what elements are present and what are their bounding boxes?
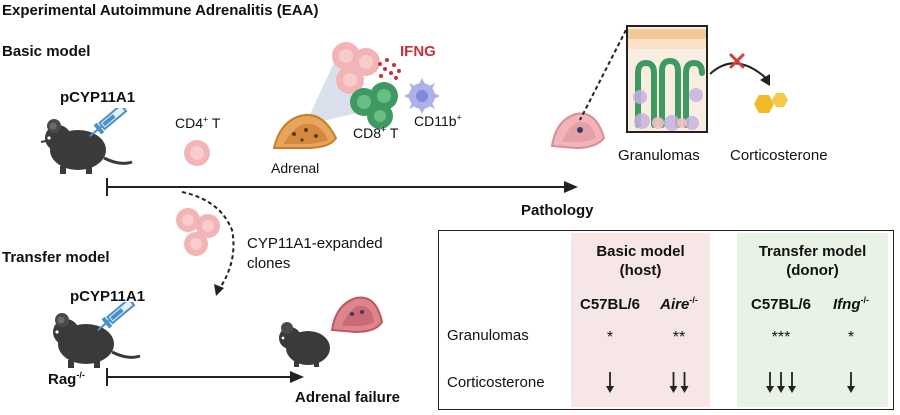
down-arrow-icon — [669, 372, 678, 393]
rag-label: Rag-/- — [48, 370, 85, 388]
pathology-label: Pathology — [521, 202, 594, 219]
cd4-t-label: CD4+ T — [175, 114, 221, 131]
table-row-granulomas-label: Granulomas — [447, 327, 529, 344]
table-group2-subtitle: (donor) — [786, 262, 839, 279]
transfer-antigen-label: pCYP11A1 — [70, 288, 146, 305]
table-group2-title: Transfer model — [758, 243, 867, 260]
adrenal-label: Adrenal — [271, 160, 320, 176]
clones-label-line1: CYP11A1-expanded — [247, 235, 383, 252]
ifng-label: IFNG — [400, 43, 436, 60]
corticosterone-arrows-ifng — [820, 370, 882, 396]
down-arrow-icon — [847, 372, 855, 393]
cd8-t-label: CD8+ T — [353, 124, 399, 141]
endpoint-mouse-icon — [279, 322, 330, 367]
adrenal-failure-label: Adrenal failure — [295, 389, 401, 406]
figure-title: Experimental Autoimmune Adrenalitis (EAA… — [2, 2, 319, 19]
diseased-adrenal-icon — [550, 112, 606, 150]
basic-syringe-icon — [89, 108, 133, 138]
cd4-t-cell-icon — [184, 140, 210, 166]
summary-table — [438, 230, 894, 410]
granulomas-value-aire: ** — [672, 329, 686, 346]
basic-antigen-label: pCYP11A1 — [60, 89, 136, 106]
zoom-dashed-lines — [579, 29, 627, 121]
adrenal-gland-icon — [272, 114, 338, 149]
basic-mouse-icon — [40, 108, 133, 174]
corticosterone-molecule-icon — [754, 93, 788, 113]
inhibit-cross-icon — [729, 53, 745, 69]
clones-label-line2: clones — [247, 255, 291, 272]
granulomas-value-c57bl6-host: * — [606, 329, 614, 346]
cd11b-label: CD11b+ — [414, 112, 462, 129]
corticosterone-arrows-c57bl6-host — [574, 370, 646, 396]
ifng-dots-icon — [378, 58, 401, 80]
table-col-ifng: Ifng-/- — [833, 295, 869, 313]
corticosterone-arrows-aire — [648, 370, 710, 396]
cd11b-cell-icon — [404, 78, 440, 114]
cd8-cell-cluster-icon — [350, 82, 398, 129]
table-group1-title: Basic model — [596, 243, 685, 260]
granulomas-value-c57bl6-donor: *** — [771, 329, 791, 346]
basic-model-label: Basic model — [2, 43, 91, 60]
basic-model-column-bg — [571, 233, 710, 407]
transfer-timeline-arrow — [106, 368, 304, 386]
table-row-corticosterone-label: Corticosterone — [447, 374, 545, 391]
t-cell-cluster-icon — [332, 42, 380, 94]
down-arrow-icon — [606, 372, 614, 393]
transfer-model-column-bg — [737, 233, 888, 407]
expanded-clones-icon — [176, 208, 220, 256]
down-arrow-icon — [777, 372, 785, 393]
table-group1-subtitle: (host) — [619, 262, 662, 279]
down-arrow-icon — [680, 372, 689, 393]
corticosterone-arrows-c57bl6-donor — [744, 370, 818, 396]
inhibited-conversion-arrow — [709, 53, 770, 86]
table-col-c57bl6-donor: C57BL/6 — [750, 296, 812, 313]
corticosterone-label: Corticosterone — [730, 147, 828, 164]
granulomas-value-ifng: * — [847, 329, 855, 346]
basic-timeline-arrow — [106, 178, 578, 196]
table-col-c57bl6-host: C57BL/6 — [579, 296, 641, 313]
down-arrow-icon — [766, 372, 774, 393]
transfer-dashed-arrow — [181, 191, 235, 296]
transfer-syringe-icon — [97, 302, 141, 332]
table-col-aire: Aire-/- — [660, 295, 698, 313]
failed-adrenal-icon — [330, 296, 384, 334]
granuloma-tissue-icon — [626, 25, 708, 133]
transfer-mouse-icon — [53, 302, 141, 368]
transfer-model-label: Transfer model — [2, 249, 110, 266]
granulomas-label: Granulomas — [618, 147, 700, 164]
down-arrow-icon — [788, 372, 796, 393]
